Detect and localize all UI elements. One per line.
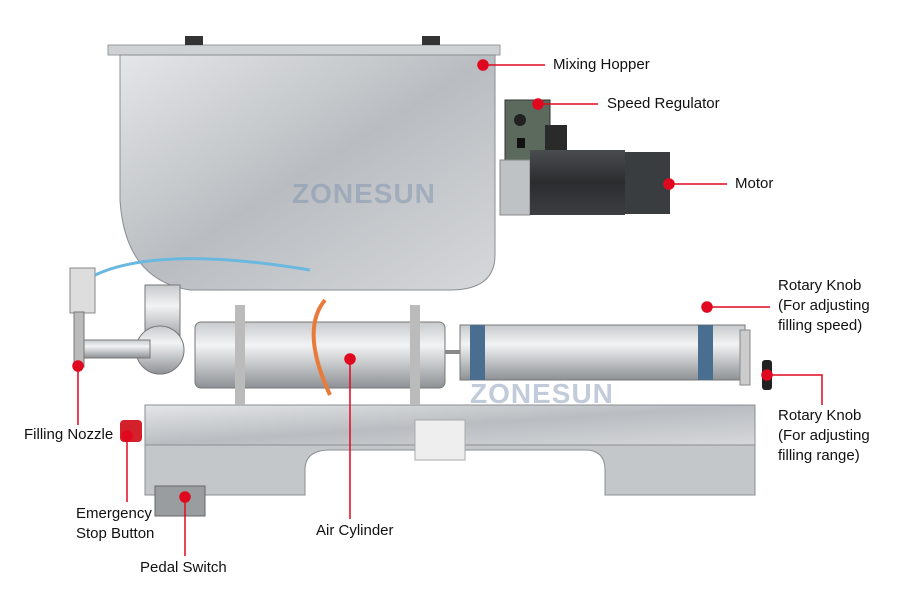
label-line: filling speed) (778, 317, 863, 334)
mixing-hopper (107, 36, 501, 291)
watermark: ZONESUN (470, 378, 614, 409)
label-motor: Motor (735, 175, 774, 192)
label-rotary-knob-speed: Rotary Knob (For adjusting filling speed… (778, 276, 870, 336)
callout-dot (121, 430, 133, 442)
label-line: Emergency (76, 505, 152, 522)
label-line: filling range) (778, 447, 860, 464)
callout-dot (179, 491, 191, 503)
label-pedal-switch: Pedal Switch (140, 559, 227, 576)
callout-dot (72, 360, 84, 372)
label-line: (For adjusting (778, 297, 870, 314)
motor (499, 125, 670, 216)
label-line: Rotary Knob (778, 407, 862, 424)
callout-dot (344, 353, 356, 365)
label-emergency-stop: Emergency Stop Button (76, 504, 154, 544)
machine-base (120, 404, 756, 517)
callout-dot (761, 369, 773, 381)
callout-dot (701, 301, 713, 313)
air-cylinder (69, 257, 446, 405)
callout-dot (477, 59, 489, 71)
label-line: (For adjusting (778, 427, 870, 444)
label-line: Rotary Knob (778, 277, 862, 294)
label-mixing-hopper: Mixing Hopper (553, 56, 650, 73)
label-air-cylinder: Air Cylinder (316, 522, 394, 539)
callout-dot (663, 178, 675, 190)
label-filling-nozzle: Filling Nozzle (24, 426, 114, 443)
label-speed-regulator: Speed Regulator (607, 95, 720, 112)
label-rotary-knob-range: Rotary Knob (For adjusting filling range… (778, 406, 870, 466)
callout-dot (532, 98, 544, 110)
label-line: Stop Button (76, 525, 155, 542)
watermark: ZONESUN (292, 178, 436, 209)
pneumatic-cylinder (445, 324, 772, 390)
